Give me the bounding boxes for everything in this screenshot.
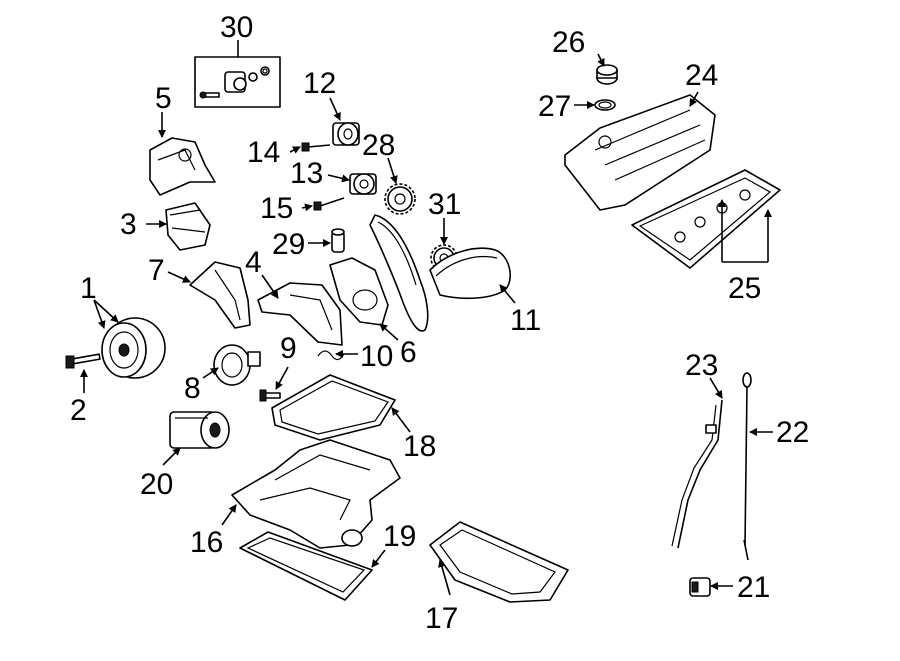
callout-18: 18 bbox=[403, 430, 436, 463]
callout-16: 16 bbox=[190, 526, 223, 559]
part-20-filter[interactable] bbox=[169, 411, 230, 449]
callout-30: 30 bbox=[220, 11, 253, 44]
part-9-bolt[interactable] bbox=[259, 389, 281, 402]
callout-4: 4 bbox=[245, 246, 262, 279]
callout-10: 10 bbox=[360, 340, 393, 373]
part-14-bolt[interactable] bbox=[301, 142, 331, 152]
callout-12: 12 bbox=[303, 67, 336, 100]
part-30-kit[interactable] bbox=[194, 56, 281, 108]
part-7-cover-plate[interactable] bbox=[189, 261, 251, 329]
part-6-front-cover[interactable] bbox=[329, 257, 389, 326]
callout-13: 13 bbox=[290, 157, 323, 190]
callout-28: 28 bbox=[362, 129, 395, 162]
callout-15: 15 bbox=[260, 192, 293, 225]
part-21-sensor[interactable] bbox=[689, 577, 711, 597]
callout-2: 2 bbox=[70, 394, 87, 427]
callout-31: 31 bbox=[428, 188, 461, 221]
part-25-gasket[interactable] bbox=[631, 169, 781, 269]
part-26-filler-cap[interactable] bbox=[596, 64, 618, 85]
part-5-timing-cover[interactable] bbox=[149, 137, 216, 196]
part-2-bolt[interactable] bbox=[65, 353, 101, 369]
part-10-clip[interactable] bbox=[317, 350, 345, 361]
callout-9: 9 bbox=[280, 332, 297, 365]
callout-3: 3 bbox=[120, 208, 137, 241]
part-28-cam-gear[interactable] bbox=[384, 183, 416, 215]
callout-23: 23 bbox=[685, 349, 718, 382]
part-16-oil-pan-upper[interactable] bbox=[231, 439, 401, 549]
callout-8: 8 bbox=[184, 372, 201, 405]
part-4-rear-cover[interactable] bbox=[257, 282, 343, 346]
callout-24: 24 bbox=[685, 59, 718, 92]
callout-29: 29 bbox=[272, 228, 305, 261]
part-3-cover[interactable] bbox=[165, 202, 211, 251]
part-11-timing-belt[interactable] bbox=[369, 214, 511, 332]
part-13-roller[interactable] bbox=[349, 173, 377, 195]
callout-1: 1 bbox=[80, 272, 97, 305]
part-17-oil-pan-lower[interactable] bbox=[429, 521, 569, 603]
part-29-tensioner[interactable] bbox=[331, 228, 345, 253]
part-1-pulley[interactable] bbox=[101, 317, 166, 379]
part-12-idler[interactable] bbox=[332, 122, 360, 146]
part-22-dipstick[interactable] bbox=[742, 372, 752, 561]
part-15-bolt[interactable] bbox=[313, 197, 345, 211]
part-18-gasket[interactable] bbox=[271, 374, 396, 441]
part-27-seal[interactable] bbox=[594, 99, 616, 111]
part-23-dipstick-tube[interactable] bbox=[671, 399, 723, 549]
part-24-valve-cover[interactable] bbox=[564, 94, 716, 211]
callout-19: 19 bbox=[383, 520, 416, 553]
leader-lines bbox=[80, 40, 773, 596]
callout-14: 14 bbox=[247, 136, 280, 169]
callout-25: 25 bbox=[728, 272, 761, 305]
callout-6: 6 bbox=[400, 336, 417, 369]
callout-17: 17 bbox=[425, 602, 458, 635]
callout-27: 27 bbox=[538, 90, 571, 123]
callout-labels: 1 2 3 4 5 6 7 8 9 10 11 12 13 14 15 16 1… bbox=[70, 11, 809, 635]
callout-26: 26 bbox=[552, 26, 585, 59]
part-19-gasket[interactable] bbox=[239, 531, 373, 601]
callout-7: 7 bbox=[148, 254, 165, 287]
callout-11: 11 bbox=[510, 304, 541, 337]
callout-5: 5 bbox=[155, 82, 172, 115]
callout-21: 21 bbox=[737, 571, 770, 604]
callout-20: 20 bbox=[140, 468, 173, 501]
callout-22: 22 bbox=[776, 416, 809, 449]
part-8-seal[interactable] bbox=[213, 344, 261, 386]
